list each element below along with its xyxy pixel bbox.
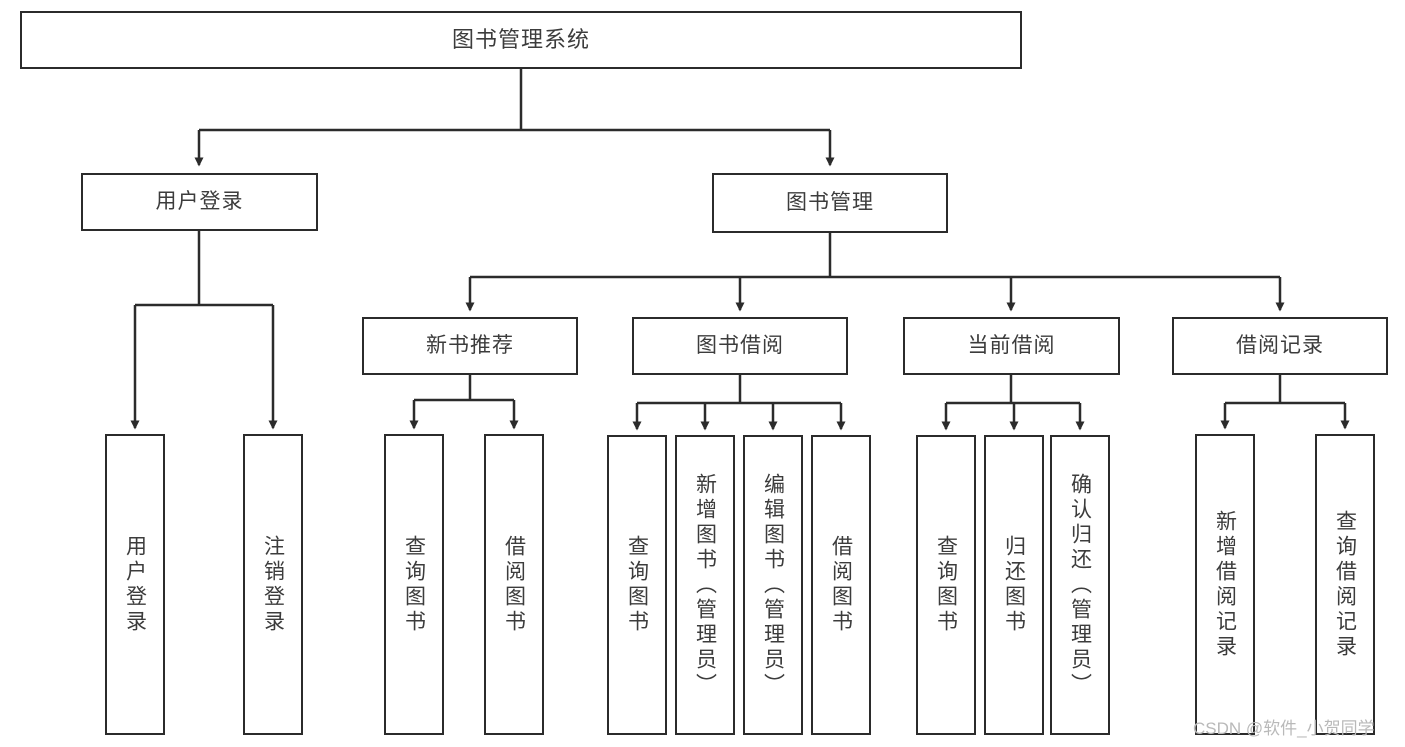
node-root-system[interactable]: 图书管理系统 xyxy=(20,11,1022,69)
node-user-login-label: 用户登录 xyxy=(155,189,244,213)
node-leaf-query-book-3[interactable]: 查询图书 xyxy=(916,435,976,735)
node-book-management-label: 图书管理 xyxy=(786,190,874,214)
node-leaf-query-book-3-label: 查询图书 xyxy=(934,535,958,635)
node-leaf-query-book-1-label: 查询图书 xyxy=(402,534,426,635)
node-leaf-confirm-return-admin-label: 确认归还（管理员） xyxy=(1068,472,1092,698)
node-new-book-recommend-label: 新书推荐 xyxy=(426,333,514,357)
node-current-borrow[interactable]: 当前借阅 xyxy=(903,317,1120,375)
node-leaf-user-login[interactable]: 用户登录 xyxy=(105,434,165,735)
node-leaf-query-borrow-record[interactable]: 查询借阅记录 xyxy=(1315,434,1375,735)
node-leaf-borrow-book-2-label: 借阅图书 xyxy=(829,535,853,635)
node-leaf-add-borrow-record[interactable]: 新增借阅记录 xyxy=(1195,434,1255,735)
node-book-management[interactable]: 图书管理 xyxy=(712,173,948,233)
node-leaf-user-login-label: 用户登录 xyxy=(123,534,147,635)
node-leaf-add-borrow-record-label: 新增借阅记录 xyxy=(1213,509,1237,660)
node-leaf-edit-book-admin[interactable]: 编辑图书（管理员） xyxy=(743,435,803,735)
node-borrow-record[interactable]: 借阅记录 xyxy=(1172,317,1388,375)
node-leaf-borrow-book-2[interactable]: 借阅图书 xyxy=(811,435,871,735)
node-new-book-recommend[interactable]: 新书推荐 xyxy=(362,317,578,375)
node-book-borrow-label: 图书借阅 xyxy=(696,333,784,357)
node-leaf-add-book-admin-label: 新增图书（管理员） xyxy=(693,472,717,698)
node-leaf-query-book-1[interactable]: 查询图书 xyxy=(384,434,444,735)
node-user-login[interactable]: 用户登录 xyxy=(81,173,318,231)
node-leaf-add-book-admin[interactable]: 新增图书（管理员） xyxy=(675,435,735,735)
node-book-borrow[interactable]: 图书借阅 xyxy=(632,317,848,375)
node-leaf-return-book[interactable]: 归还图书 xyxy=(984,435,1044,735)
node-leaf-logout-login-label: 注销登录 xyxy=(261,534,285,635)
node-root-system-label: 图书管理系统 xyxy=(451,27,590,53)
node-leaf-borrow-book-1-label: 借阅图书 xyxy=(502,534,526,635)
node-leaf-confirm-return-admin[interactable]: 确认归还（管理员） xyxy=(1050,435,1110,735)
node-leaf-query-book-2-label: 查询图书 xyxy=(625,535,649,635)
node-leaf-query-book-2[interactable]: 查询图书 xyxy=(607,435,667,735)
node-borrow-record-label: 借阅记录 xyxy=(1236,333,1324,357)
node-leaf-query-borrow-record-label: 查询借阅记录 xyxy=(1333,509,1357,660)
node-leaf-borrow-book-1[interactable]: 借阅图书 xyxy=(484,434,544,735)
node-leaf-return-book-label: 归还图书 xyxy=(1002,535,1026,635)
node-current-borrow-label: 当前借阅 xyxy=(967,333,1056,357)
node-leaf-logout-login[interactable]: 注销登录 xyxy=(243,434,303,735)
node-leaf-edit-book-admin-label: 编辑图书（管理员） xyxy=(761,472,785,698)
